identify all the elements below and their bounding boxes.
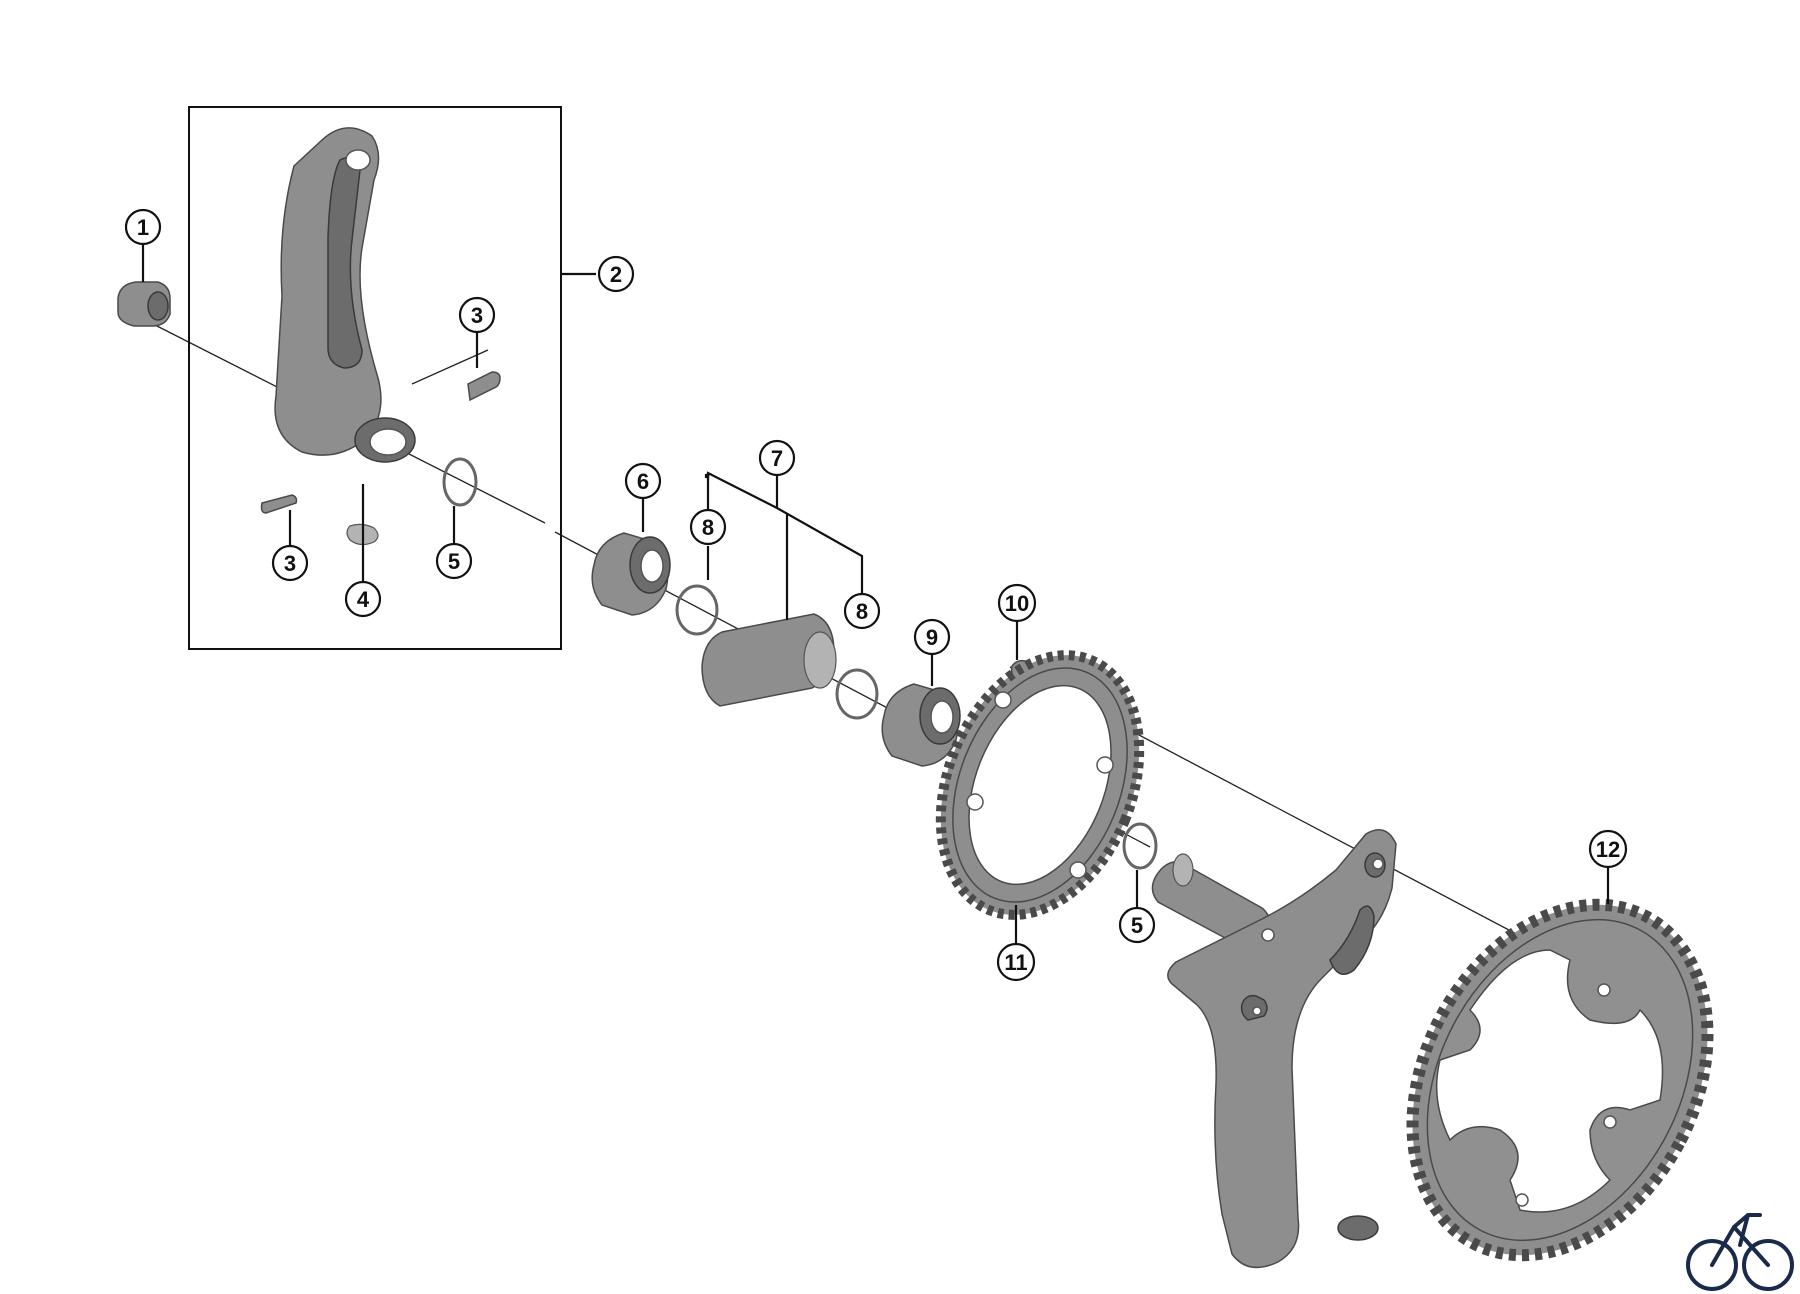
- right-bb-cup-part[interactable]: [881, 683, 961, 767]
- o-ring-left-part[interactable]: [442, 457, 478, 507]
- crank-cap-part[interactable]: [117, 281, 171, 327]
- pinch-bolt-upper-part[interactable]: [467, 371, 501, 402]
- callout-12[interactable]: 12: [1588, 829, 1628, 869]
- callout-1[interactable]: 1: [124, 208, 162, 246]
- o-ring-right-part[interactable]: [1122, 822, 1158, 870]
- bb-spacer-right-part[interactable]: [835, 668, 879, 720]
- callout-7-label: 7: [771, 446, 783, 471]
- callout-12-label: 12: [1596, 837, 1620, 862]
- callout-8-left-label: 8: [702, 515, 714, 540]
- callout-2-label: 2: [610, 262, 622, 287]
- callout-10-label: 10: [1005, 591, 1029, 616]
- callout-8-right[interactable]: 8: [843, 592, 881, 630]
- callout-11[interactable]: 11: [996, 942, 1036, 982]
- bicycle-logo-icon: [1686, 1213, 1794, 1291]
- left-bb-cup-part[interactable]: [591, 532, 671, 616]
- callout-5-left-label: 5: [448, 549, 460, 574]
- callout-10[interactable]: 10: [997, 583, 1037, 623]
- callout-5-right-label: 5: [1131, 913, 1143, 938]
- callout-9-label: 9: [926, 625, 938, 650]
- small-chainring-part[interactable]: [904, 625, 1176, 944]
- callout-3-upper-label: 3: [471, 303, 483, 328]
- callout-2[interactable]: 2: [597, 255, 635, 293]
- right-crank-arm-with-spindle[interactable]: [1151, 829, 1397, 1269]
- callout-7[interactable]: 7: [758, 439, 796, 477]
- callout-3-lower[interactable]: 3: [271, 544, 309, 582]
- callout-4[interactable]: 4: [344, 580, 382, 618]
- leader-lines: [141, 243, 1610, 944]
- bb-spacer-left-part[interactable]: [675, 584, 719, 636]
- callout-6-label: 6: [637, 469, 649, 494]
- callout-8-right-label: 8: [856, 599, 868, 624]
- left-crank-unit-box: [188, 106, 562, 650]
- callout-6[interactable]: 6: [624, 462, 662, 500]
- callout-4-label: 4: [357, 587, 370, 612]
- callout-1-label: 1: [137, 215, 149, 240]
- callout-5-left[interactable]: 5: [435, 542, 473, 580]
- callout-9[interactable]: 9: [913, 618, 951, 656]
- pinch-bolt-lower-part[interactable]: [260, 494, 298, 514]
- left-crank-arm-part[interactable]: [274, 127, 416, 463]
- large-chainring-part[interactable]: [1354, 853, 1766, 1294]
- callout-3-upper[interactable]: 3: [458, 296, 496, 334]
- inner-cover-part[interactable]: [701, 613, 837, 707]
- callout-3-lower-label: 3: [284, 551, 296, 576]
- callout-5-right[interactable]: 5: [1118, 906, 1156, 944]
- callout-11-label: 11: [1004, 950, 1027, 975]
- callout-8-left[interactable]: 8: [689, 508, 727, 546]
